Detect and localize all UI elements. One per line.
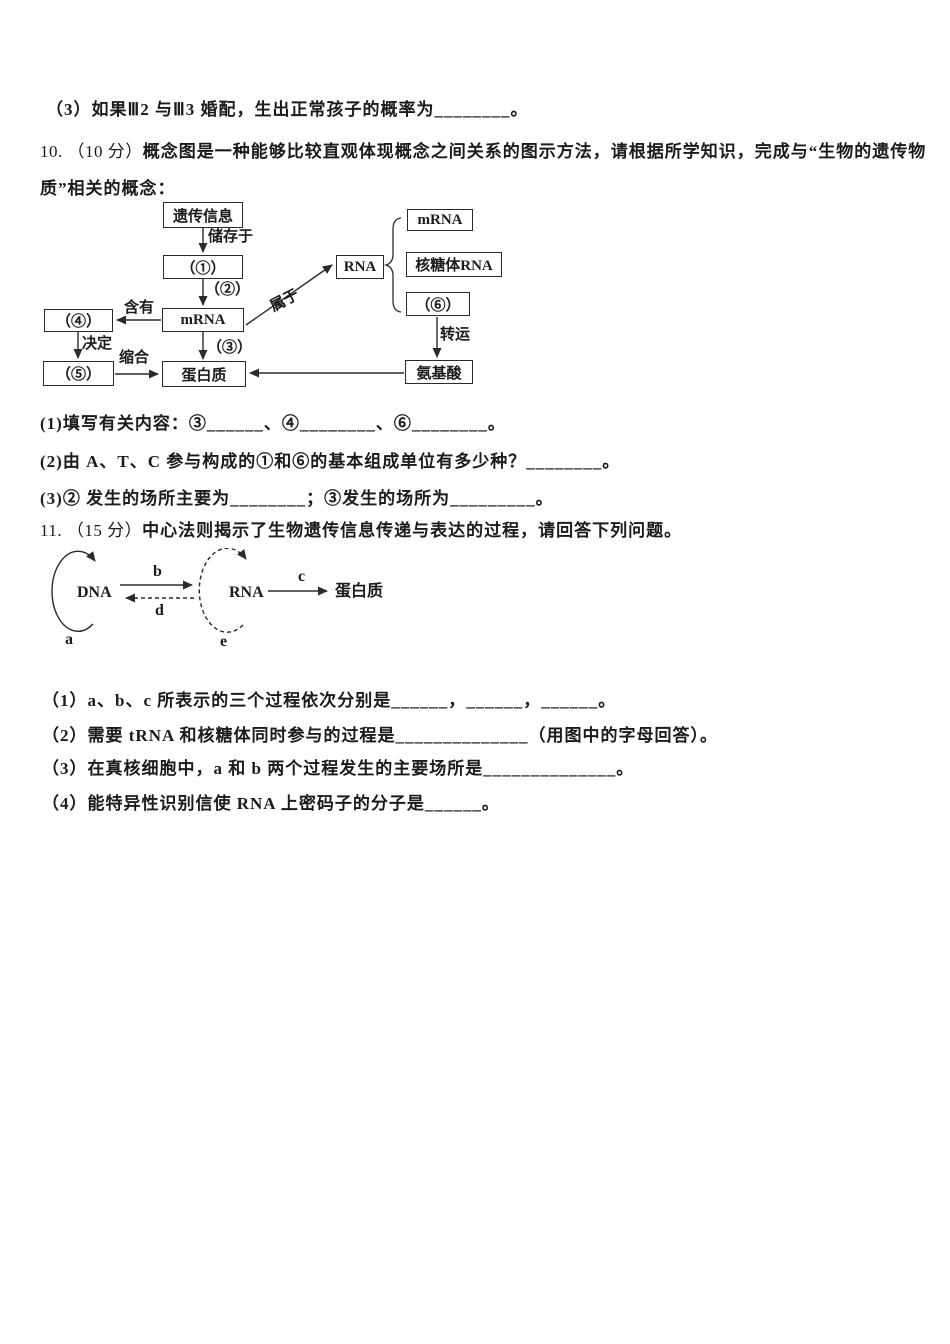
label-condense: 缩合 [119, 350, 150, 366]
box-ribosomal-rna: 核糖体RNA [406, 252, 502, 277]
box-rna: RNA [336, 255, 384, 279]
box-blank4: （④） [44, 309, 113, 332]
box-blank1: （①） [163, 255, 243, 279]
q11-sub1-line: （1）a、b、c 所表示的三个过程依次分别是______，______，____… [42, 691, 617, 710]
label-stored-in: 储存于 [208, 229, 254, 245]
box-blank5: （⑤） [43, 361, 114, 386]
q10-sub3-line: (3)② 发生的场所主要为________；③发生的场所为_________。 [40, 489, 554, 508]
q10-sub1-line: (1)填写有关内容：③______、④________、⑥________。 [40, 414, 506, 433]
q11-stem-line: 11. （15 分）中心法则揭示了生物遗传信息传递与表达的过程，请回答下列问题。 [40, 516, 682, 541]
q11-sub3-line: （3）在真核细胞中，a 和 b 两个过程发生的主要场所是____________… [42, 759, 635, 778]
label-step2: （②） [205, 282, 251, 298]
concept-map-diagram: 遗传信息 （①） mRNA （④） （⑤） 蛋白质 RNA mRNA 核糖体RN… [40, 198, 515, 394]
box-mrna-left: mRNA [162, 308, 244, 332]
q10-stem-line1: 10. （10 分）概念图是一种能够比较直观体现概念之间关系的图示方法，请根据所… [40, 137, 926, 162]
label-e: e [220, 633, 228, 650]
q9-sub3-line: （3）如果Ⅲ2 与Ⅲ3 婚配，生出正常孩子的概率为________。 [46, 100, 529, 119]
q11-number: 11. （15 分） [40, 521, 143, 540]
q10-sub2-line: (2)由 A、T、C 参与构成的①和⑥的基本组成单位有多少种？________。 [40, 452, 621, 471]
q11-sub4-line: （4）能特异性识别信使 RNA 上密码子的分子是______。 [42, 794, 500, 813]
label-b: b [153, 563, 162, 580]
box-mrna-right: mRNA [407, 209, 473, 231]
central-dogma-diagram: DNA RNA 蛋白质 a b c d e [40, 548, 410, 656]
q11-stem-text: 中心法则揭示了生物遗传信息传递与表达的过程，请回答下列问题。 [142, 521, 683, 540]
q10-stem-line2: 质”相关的概念： [40, 179, 176, 198]
box-amino-acid: 氨基酸 [405, 360, 473, 384]
q11-sub2-line: （2）需要 tRNA 和核糖体同时参与的过程是______________（用图… [42, 726, 719, 745]
label-d: d [155, 602, 164, 619]
label-c: c [298, 568, 306, 585]
protein-node: 蛋白质 [335, 583, 384, 600]
box-blank6: （⑥） [406, 292, 470, 316]
q10-number: 10. （10 分） [40, 142, 143, 161]
label-a: a [65, 631, 73, 648]
label-contains: 含有 [124, 300, 155, 316]
box-protein: 蛋白质 [162, 361, 246, 387]
q10-stem-text: 概念图是一种能够比较直观体现概念之间关系的图示方法，请根据所学知识，完成与“生物… [142, 142, 927, 161]
arrow-mrna-to-rna [245, 264, 333, 326]
label-step3: （③） [207, 340, 253, 356]
rna-group-brace [383, 217, 402, 313]
central-dogma-arrows [51, 548, 328, 633]
rna-node: RNA [229, 584, 264, 601]
label-determines: 决定 [82, 336, 113, 352]
box-genetic-info: 遗传信息 [163, 202, 243, 228]
label-transport: 转运 [440, 327, 471, 343]
dna-node: DNA [77, 584, 112, 601]
dna-replication-loop [51, 550, 96, 632]
concept-map-arrows [73, 217, 442, 379]
